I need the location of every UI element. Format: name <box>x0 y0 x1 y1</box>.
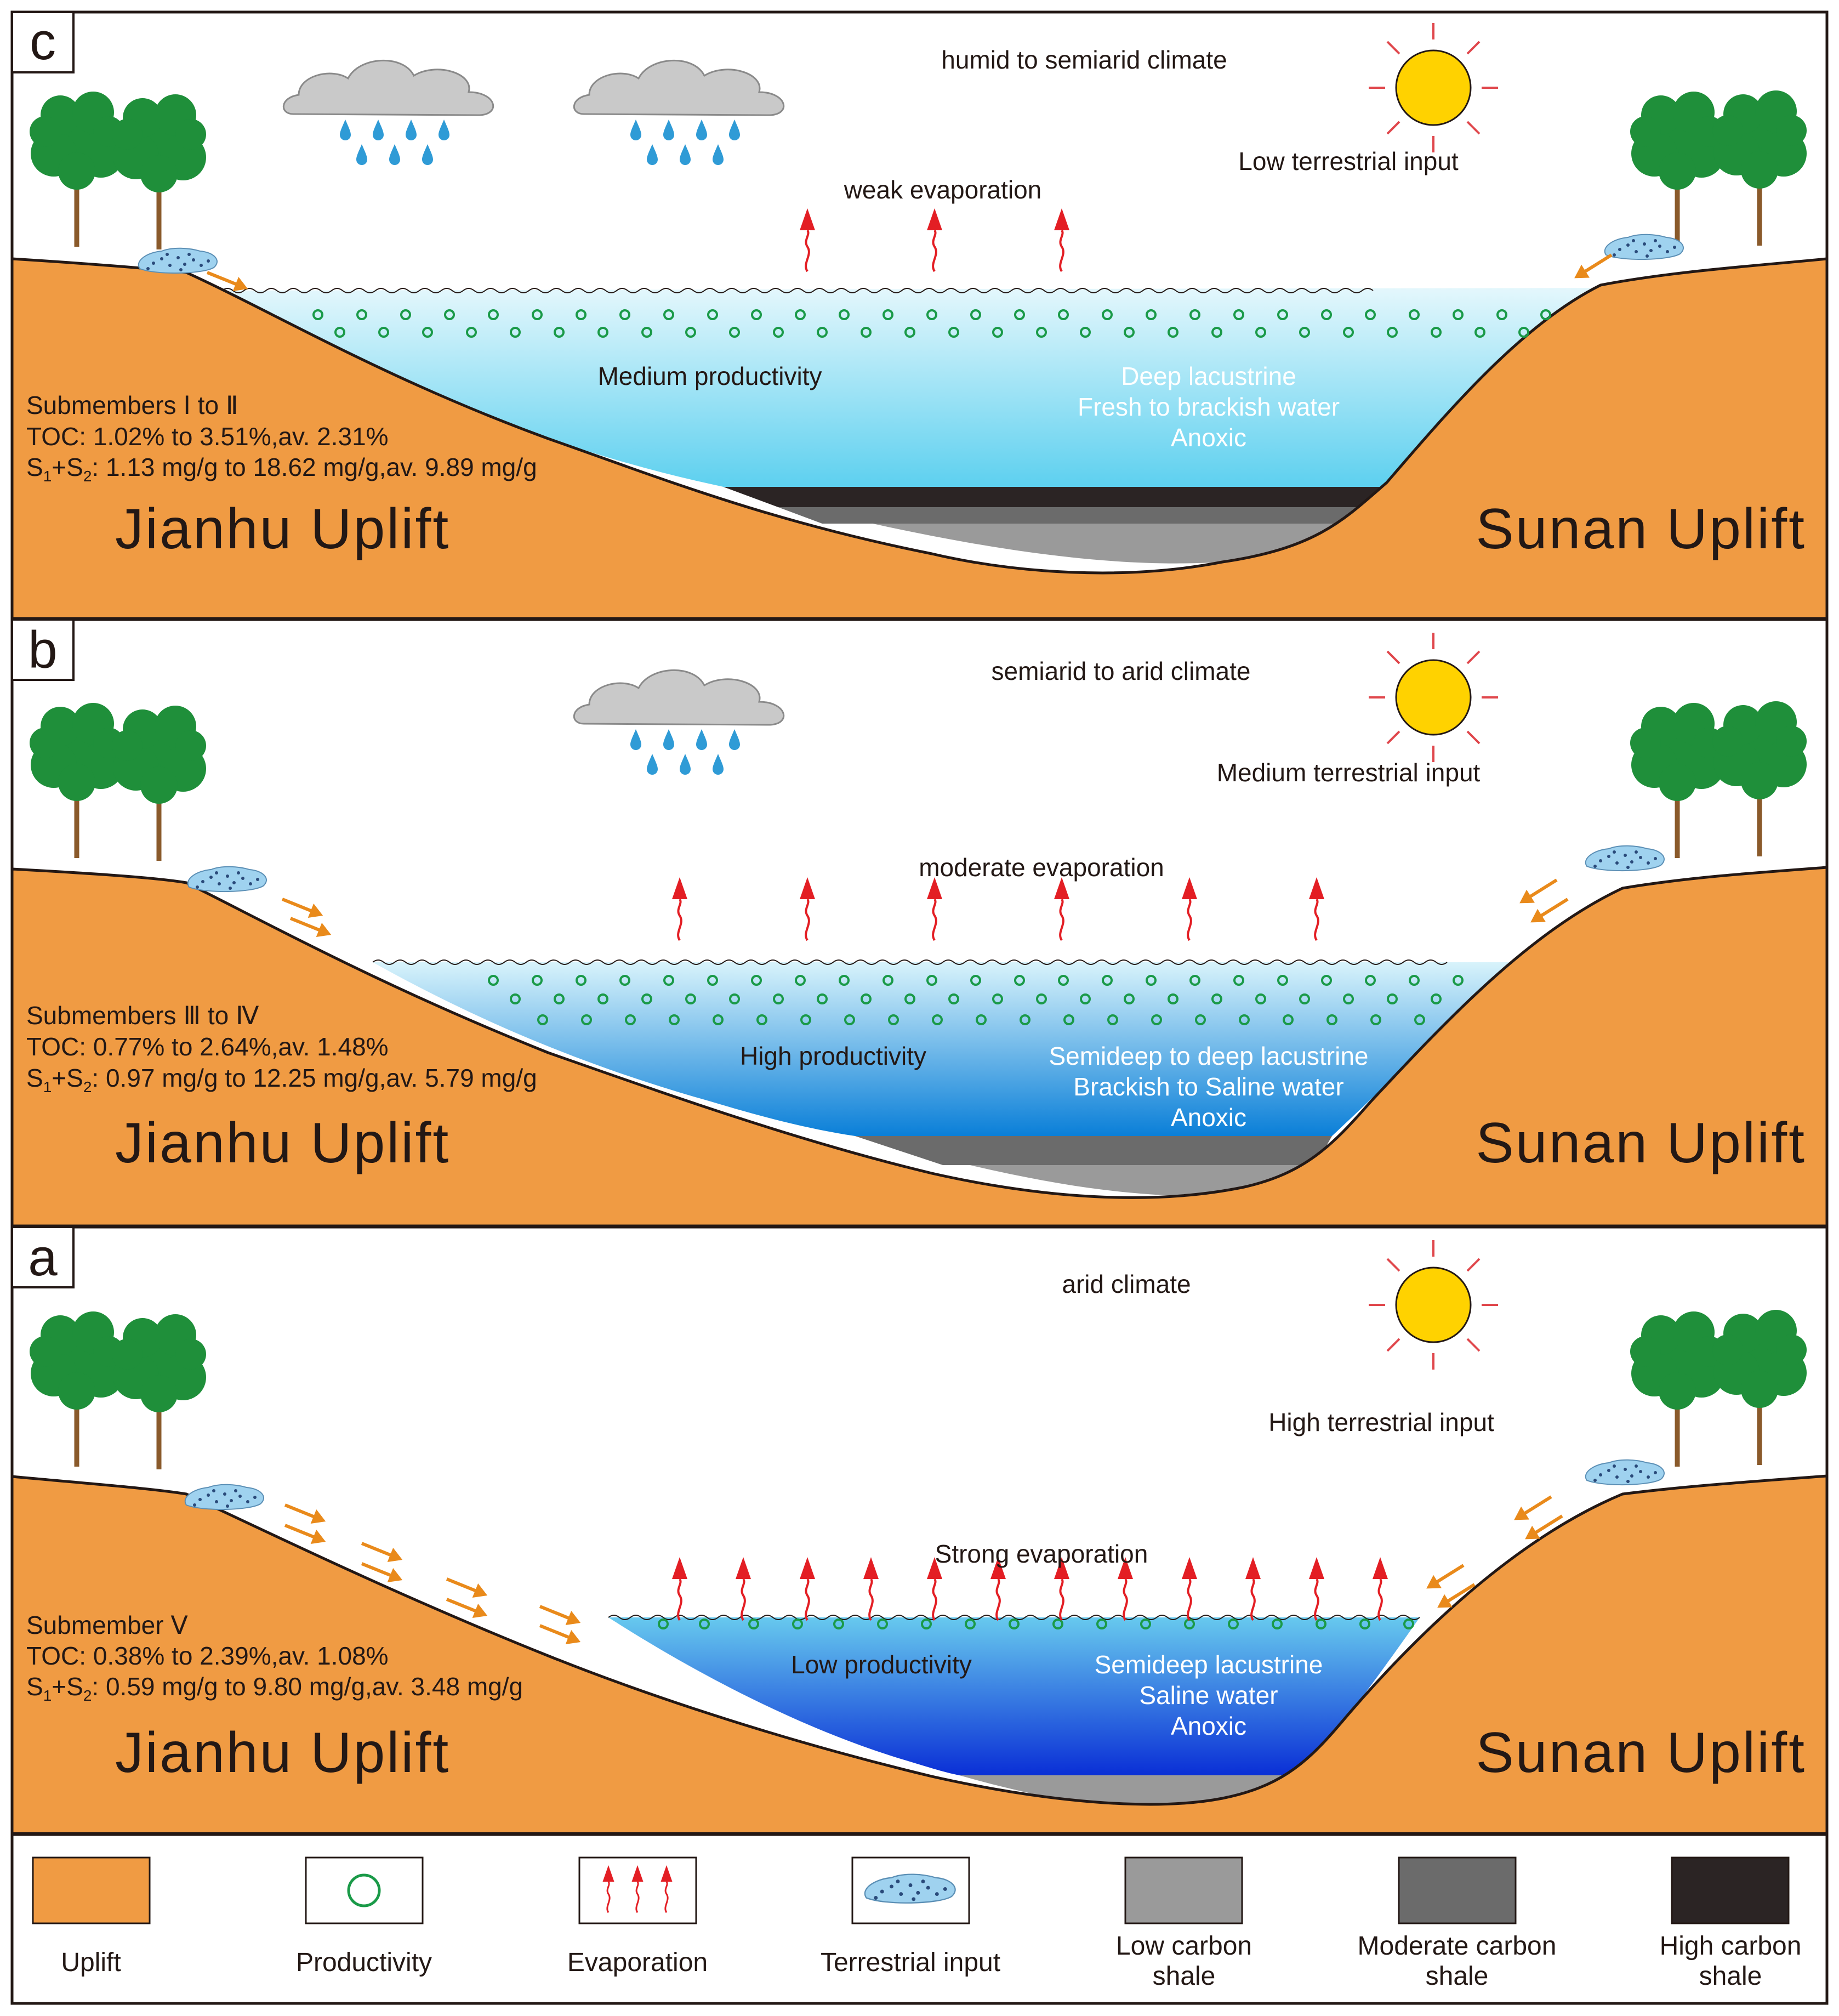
uplift-terrain <box>12 866 1827 1226</box>
evaporation-label: weak evaporation <box>844 175 1042 204</box>
legend-uplift-label: Uplift <box>61 1948 121 1977</box>
legend-uplift-swatch <box>32 1856 151 1924</box>
environment-line-2: Fresh to brackish water <box>1078 393 1340 421</box>
environment-line-2: Saline water <box>1139 1681 1278 1710</box>
water-surface <box>221 288 1374 293</box>
legend-moderate-carbon-label-2: shale <box>1426 1962 1489 1991</box>
productivity-label: Medium productivity <box>597 362 822 390</box>
productivity-icon <box>347 1873 381 1907</box>
panel-letter: a <box>28 1228 58 1287</box>
jianhu-uplift-label: Jianhu Uplift <box>115 1721 450 1785</box>
sunan-uplift-label: Sunan Uplift <box>1476 497 1806 561</box>
legend-low-carbon-label-2: shale <box>1153 1962 1216 1991</box>
terrestrial-input-label: High terrestrial input <box>1268 1408 1494 1436</box>
environment-line-3: Anoxic <box>1171 423 1246 452</box>
terrestrial-input-label: Low terrestrial input <box>1238 147 1459 175</box>
toc-label: TOC: 1.02% to 3.51%,av. 2.31% <box>26 422 389 451</box>
evaporation-label: Strong evaporation <box>935 1540 1148 1568</box>
panel-c: c humid to semiarid climate Low terrestr… <box>10 10 1829 620</box>
panel-letter: b <box>28 621 57 679</box>
evaporation-label: moderate evaporation <box>919 853 1164 882</box>
toc-label: TOC: 0.77% to 2.64%,av. 1.48% <box>26 1032 389 1061</box>
legend-low-carbon-label-1: Low carbon <box>1116 1932 1252 1961</box>
legend-terrestrial-label: Terrestrial input <box>821 1948 1000 1977</box>
moderate-carbon-shale-layer <box>855 1136 1332 1165</box>
environment-line-3: Anoxic <box>1171 1103 1246 1132</box>
panel-letter: c <box>30 12 56 71</box>
submembers-label: Submember Ⅴ <box>26 1611 188 1639</box>
environment-line-1: Semideep to deep lacustrine <box>1049 1042 1368 1070</box>
lake-water <box>222 288 1601 487</box>
legend: Uplift Productivity Evaporation Terrestr… <box>10 1833 1829 2005</box>
s1s2-label: S1+S2: 0.97 mg/g to 12.25 mg/g,av. 5.79 … <box>26 1064 537 1095</box>
environment-line-3: Anoxic <box>1171 1712 1246 1740</box>
climate-label: arid climate <box>1062 1270 1191 1298</box>
environment-line-1: Deep lacustrine <box>1121 362 1296 390</box>
high-carbon-shale-layer <box>724 487 1384 507</box>
terrestrial-input-label: Medium terrestrial input <box>1217 758 1481 787</box>
jianhu-uplift-label: Jianhu Uplift <box>115 497 450 561</box>
climate-label: humid to semiarid climate <box>941 46 1227 74</box>
environment-line-1: Semideep lacustrine <box>1095 1650 1323 1679</box>
legend-low-carbon-swatch <box>1124 1856 1243 1924</box>
water-surface <box>608 1615 1420 1620</box>
legend-moderate-carbon-swatch <box>1398 1856 1517 1924</box>
uplift-terrain <box>12 1474 1827 1833</box>
panel-b: b semiarid to arid climate Medium terres… <box>10 618 1829 1228</box>
sunan-uplift-label: Sunan Uplift <box>1476 1721 1806 1785</box>
legend-evaporation-label: Evaporation <box>567 1948 708 1977</box>
productivity-label: Low productivity <box>791 1650 972 1679</box>
legend-high-carbon-label-2: shale <box>1699 1962 1762 1991</box>
uplift-terrain <box>12 257 1827 618</box>
climate-label: semiarid to arid climate <box>992 657 1251 685</box>
jianhu-uplift-label: Jianhu Uplift <box>115 1111 450 1175</box>
panel-letter-box <box>11 1226 75 1288</box>
legend-high-carbon-swatch <box>1671 1856 1790 1924</box>
water-surface <box>372 959 1448 965</box>
s1s2-label: S1+S2: 0.59 mg/g to 9.80 mg/g,av. 3.48 m… <box>26 1672 523 1704</box>
panel-letter-box <box>11 618 75 681</box>
submembers-label: Submembers Ⅰ to Ⅱ <box>26 391 238 419</box>
lake-water <box>608 1617 1420 1775</box>
legend-productivity-swatch <box>305 1856 424 1924</box>
submembers-label: Submembers Ⅲ to Ⅳ <box>26 1001 259 1030</box>
sunan-uplift-label: Sunan Uplift <box>1476 1111 1806 1175</box>
legend-moderate-carbon-label-1: Moderate carbon <box>1358 1932 1557 1961</box>
s1s2-label: S1+S2: 1.13 mg/g to 18.62 mg/g,av. 9.89 … <box>26 453 537 485</box>
productivity-label: High productivity <box>740 1042 926 1070</box>
toc-label: TOC: 0.38% to 2.39%,av. 1.08% <box>26 1642 389 1670</box>
environment-line-2: Brackish to Saline water <box>1073 1072 1343 1101</box>
lake-water <box>373 962 1518 1136</box>
panel-letter-box <box>11 11 75 73</box>
legend-high-carbon-label-1: High carbon <box>1660 1932 1802 1961</box>
legend-productivity-label: Productivity <box>296 1948 432 1977</box>
panel-a: a arid climate High terrestrial input St… <box>10 1225 1829 1835</box>
